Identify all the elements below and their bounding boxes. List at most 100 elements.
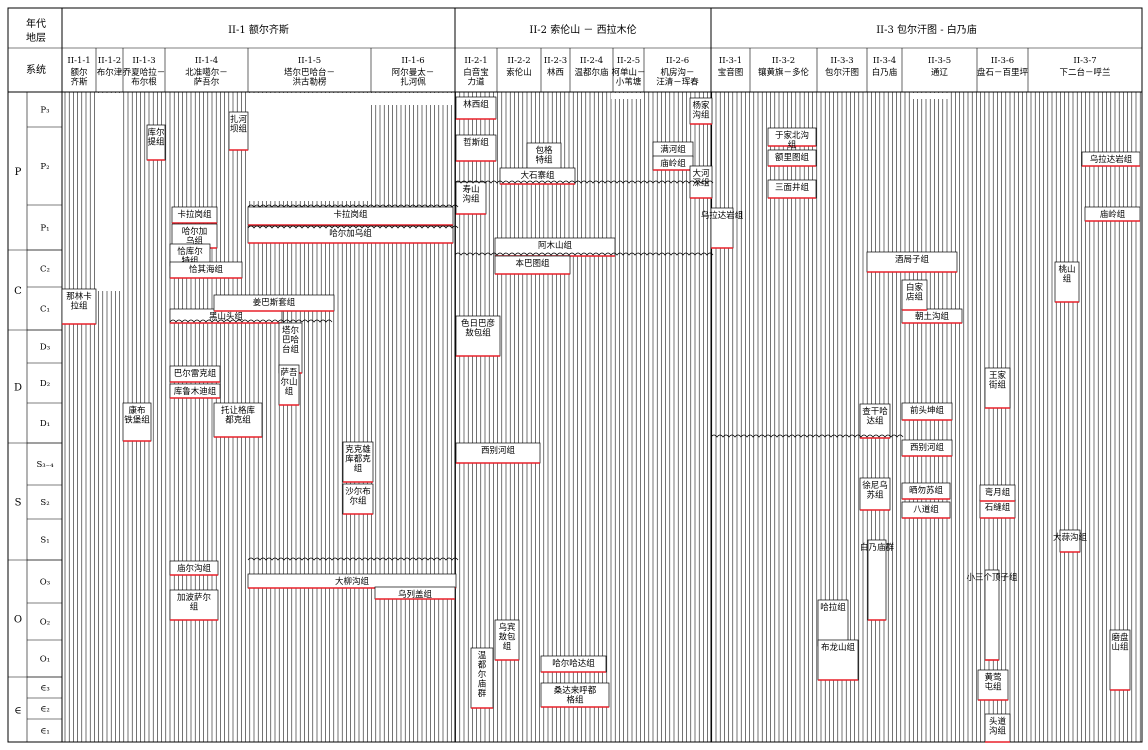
formation-box: 桃山组 <box>1054 261 1080 303</box>
sub-column-name: 乔夏哈拉－布尔根 <box>123 67 166 88</box>
formation-label: 查干哈达组 <box>862 406 888 427</box>
unconformity-line <box>454 180 714 184</box>
formation-label: 扎河坝组 <box>230 114 248 135</box>
sub-column-name: 通辽 <box>931 67 949 78</box>
formation-box: 加波萨尔组 <box>169 589 219 621</box>
formation-box: 前头坤组 <box>901 402 953 421</box>
formation-box: 石缝组 <box>979 499 1016 519</box>
formation-box: 磨盘山组 <box>1109 629 1131 691</box>
formation-box: 萨吾尔山组 <box>278 364 300 406</box>
series-label: O₃ <box>40 578 50 588</box>
formation-box: 林西组 <box>455 96 497 120</box>
formation-label: 托让格库都克组 <box>221 405 256 426</box>
sub-column-code: II-3-3 <box>830 56 853 66</box>
formation-box: 哈尔哈达组 <box>540 655 607 673</box>
formation-label: 大柳沟组 <box>335 576 370 587</box>
formation-label: 白乃庙群 <box>860 542 895 553</box>
sub-column-code: II-3-5 <box>928 56 951 66</box>
formation-label: 加波萨尔组 <box>177 592 212 613</box>
sub-column-code: II-2-4 <box>580 56 603 66</box>
formation-box: 哈尔加乌组 <box>247 225 454 244</box>
sub-column-name: 额尔齐斯 <box>70 67 88 88</box>
formation-label: 弯月组 <box>985 487 1011 498</box>
formation-box: 大柳沟组 <box>247 573 457 589</box>
unconformity-line <box>710 434 904 438</box>
formation-box: 庙岭组 <box>652 155 694 171</box>
formation-label: 小三个顶子组 <box>966 572 1018 583</box>
region-title: II-2 索伦山 － 西拉木伦 <box>529 23 636 36</box>
sub-column-code: II-2-1 <box>464 56 487 66</box>
formation-box: 乌拉达岩组 <box>1081 151 1141 167</box>
series-label: P₃ <box>40 106 49 116</box>
formation-label: 乌宾敖包组 <box>498 622 516 652</box>
unconformity-line <box>247 225 459 229</box>
formation-box: 康布铁堡组 <box>122 402 152 442</box>
formation-label: 桑达来呼都格组 <box>554 685 597 706</box>
formation-box: 满河组 <box>652 141 694 158</box>
sub-column-code: II-2-5 <box>617 56 640 66</box>
system-label: S <box>15 498 22 509</box>
formation-label: 大河深组 <box>692 168 710 189</box>
formation-label: 乌拉达岩组 <box>1090 154 1133 165</box>
unconformity-line <box>247 557 459 561</box>
formation-box: 那林卡拉组 <box>61 288 97 325</box>
formation-label: 包格特组 <box>535 145 553 166</box>
formation-box: 沙尔布尔组 <box>342 483 374 515</box>
formation-label: 酒局子组 <box>895 254 930 265</box>
formation-box: 西别河组 <box>901 439 953 457</box>
formation-label: 卡拉岗组 <box>177 209 212 220</box>
formation-box: 于家北沟组 <box>767 127 817 151</box>
series-label: D₂ <box>40 379 50 389</box>
formation-label: 沙尔布尔组 <box>345 486 371 507</box>
formation-label: 巴尔雷克组 <box>174 368 217 379</box>
sub-column-name: 北准噶尔－萨吾尔 <box>185 67 228 88</box>
formation-label: 姜巴斯套组 <box>253 297 296 308</box>
formation-label: 额里图组 <box>775 152 810 163</box>
sub-column-name: 包尔汗图 <box>825 67 859 78</box>
formation-box: 克克雄库都克组 <box>342 441 374 483</box>
system-label: D <box>14 383 22 394</box>
formation-label: 哈尔加乌组 <box>329 228 372 239</box>
formation-label: 三面井组 <box>775 182 810 193</box>
series-label: P₂ <box>40 162 49 172</box>
formation-label: 于家北沟组 <box>775 130 809 151</box>
formation-label: 卡拉岗组 <box>333 209 368 220</box>
series-label: C₁ <box>40 305 50 315</box>
formation-box: 库尔提组 <box>146 124 166 161</box>
formation-label: 满河组 <box>660 144 686 155</box>
formation-label: 前头坤组 <box>910 405 945 416</box>
formation-box: 扎河坝组 <box>228 111 249 151</box>
formation-label: 萨吾尔山组 <box>280 367 298 397</box>
sub-column-name: 塔尔巴哈台－洪古勒楞 <box>284 67 335 88</box>
formation-label: 哲斯组 <box>463 137 489 148</box>
formation-box: 额里图组 <box>767 149 817 167</box>
corner-label-bottom: 地层 <box>26 31 46 44</box>
series-label: D₃ <box>40 343 50 353</box>
sub-column-name: 阿尔曼太－扎河佩 <box>392 67 435 88</box>
formation-label: 塔尔巴哈台组 <box>282 325 300 355</box>
system-label: P <box>15 167 22 178</box>
series-label: O₂ <box>40 618 50 628</box>
series-label: C₂ <box>40 265 50 275</box>
formation-box: 大石寨组 <box>499 167 576 185</box>
unconformity-line <box>247 204 459 208</box>
formation-label: 温都尔庙群 <box>478 650 487 699</box>
series-label: ∈₃ <box>40 684 50 694</box>
formation-label: 色日巴彦敖包组 <box>461 318 496 339</box>
formation-label: 库鲁木迪组 <box>174 386 217 397</box>
formation-box: 杨家沟组 <box>689 97 713 125</box>
formation-label: 库尔提组 <box>147 127 165 148</box>
series-label: P₁ <box>40 224 49 234</box>
sub-column-name: 盘石－百里坪 <box>977 67 1029 78</box>
formation-label: 林西组 <box>463 99 489 110</box>
formation-label: 西别河组 <box>481 445 516 456</box>
series-label: S₃₋₄ <box>36 460 54 470</box>
formation-label: 哈尔加乌组 <box>182 226 208 247</box>
sub-column-code: II-1-3 <box>132 56 155 66</box>
formation-label: 哈尔哈达组 <box>552 658 595 669</box>
formation-label: 哈拉组 <box>820 602 846 613</box>
formation-box: 头道沟组 <box>984 713 1011 743</box>
sub-column-code: II-1-4 <box>195 56 218 66</box>
sub-column-name: 林西 <box>547 67 564 78</box>
formation-box: 卡拉岗组 <box>247 206 454 226</box>
